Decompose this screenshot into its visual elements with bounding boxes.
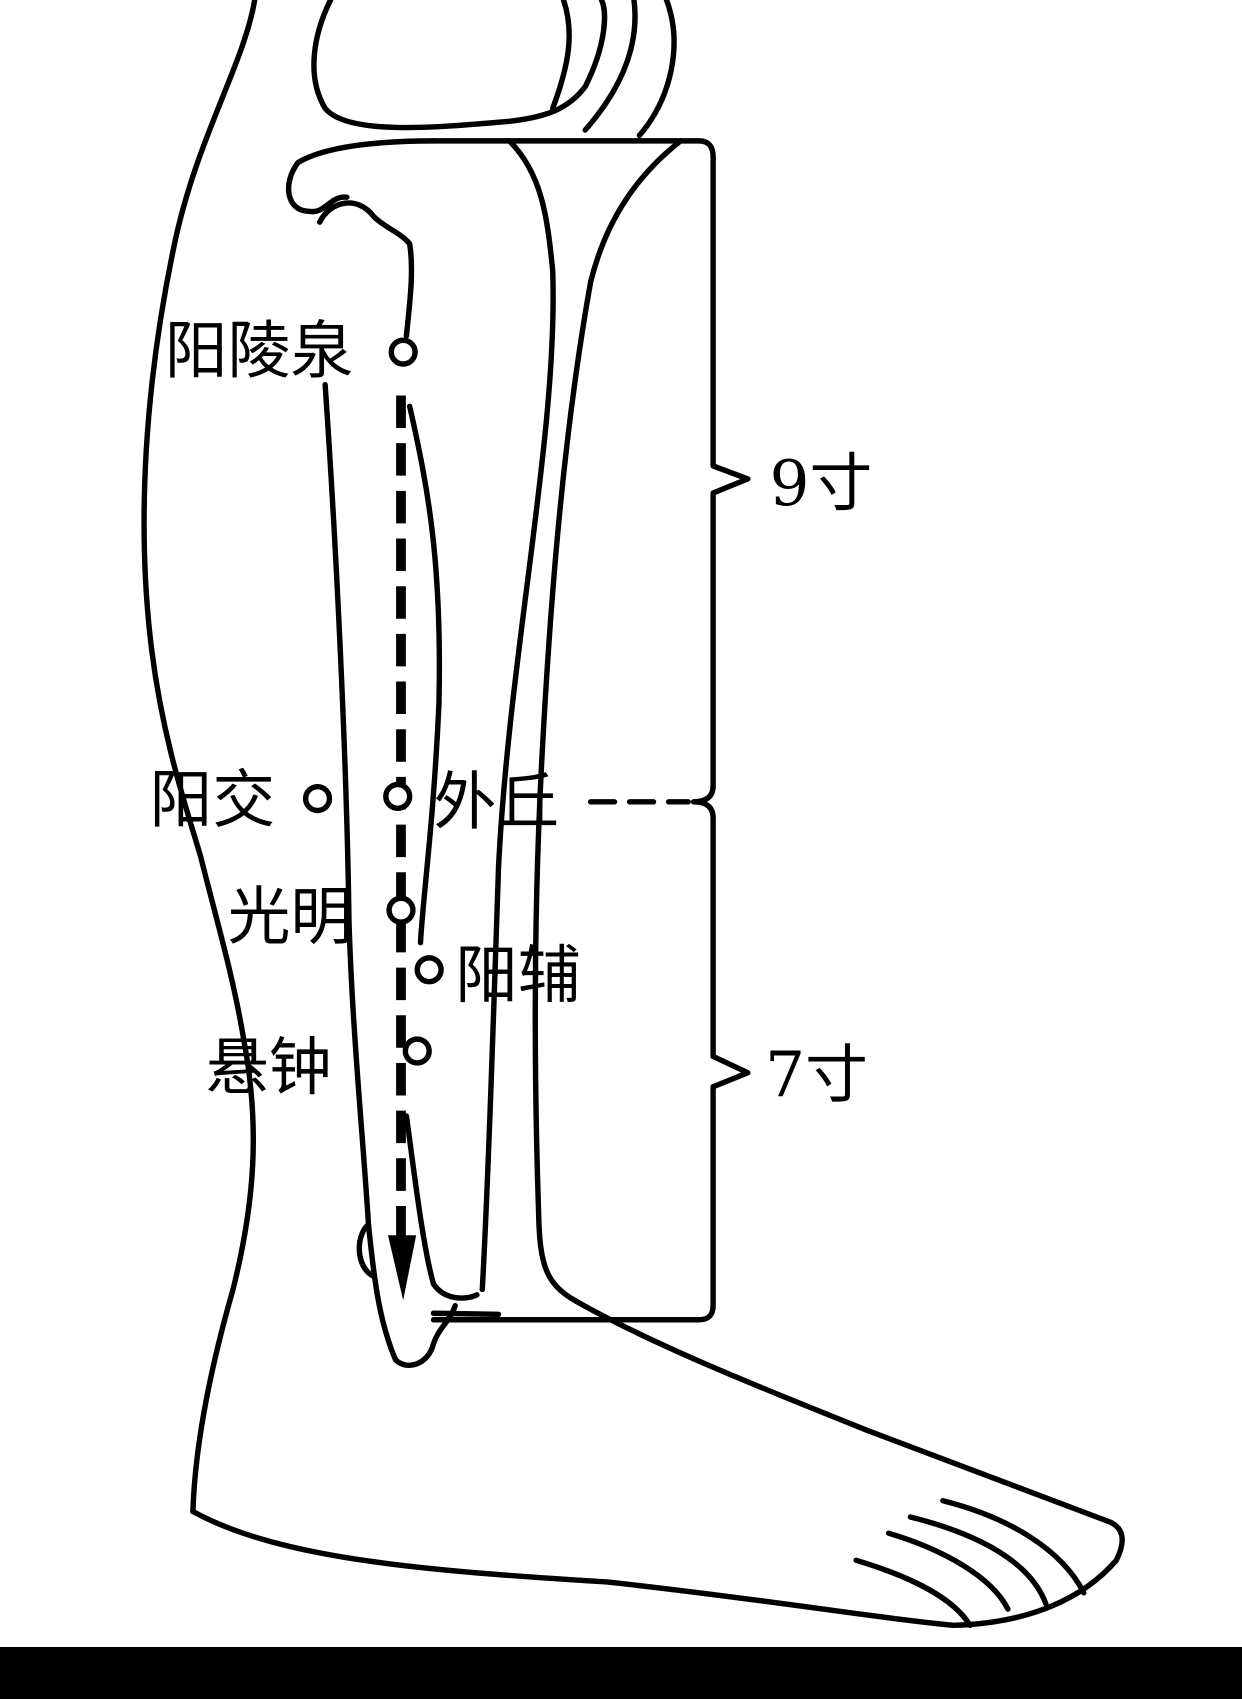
label-waiqiu: 外丘 (434, 766, 560, 839)
point-marker-xuanzhong (402, 1036, 432, 1066)
point-marker-yanglingquan (388, 337, 418, 367)
label-xuanzhong: 悬钟 (206, 1031, 332, 1104)
meridian-arrowhead (387, 1235, 417, 1301)
femur-outline (550, 0, 677, 139)
toe-lines (853, 1498, 1087, 1629)
label-yanglingquan: 阳陵泉 (165, 315, 354, 388)
point-marker-yangjiao (302, 783, 333, 814)
bottom-bar (0, 1646, 1242, 1699)
point-marker-guangming (386, 895, 416, 925)
point-marker-waiqiu (383, 781, 413, 812)
label-yangfu: 阳辅 (455, 939, 581, 1012)
measurement-bracket (430, 138, 751, 1323)
foot-top-outline (532, 138, 1114, 1526)
point-marker-yangfu (414, 955, 444, 985)
calf-outline (141, 0, 258, 1515)
label-7-cun: 7寸 (765, 1039, 868, 1112)
tibia-head (286, 138, 556, 1293)
label-9-cun: 9寸 (769, 447, 872, 520)
malleolus (356, 1221, 377, 1280)
fibula (317, 200, 480, 1368)
label-guangming: 光明 (228, 880, 354, 953)
ankle-line (430, 1310, 502, 1318)
patella-outline (311, 0, 608, 131)
sole-outline (190, 1508, 1125, 1629)
label-yangjiao: 阳交 (150, 763, 276, 836)
